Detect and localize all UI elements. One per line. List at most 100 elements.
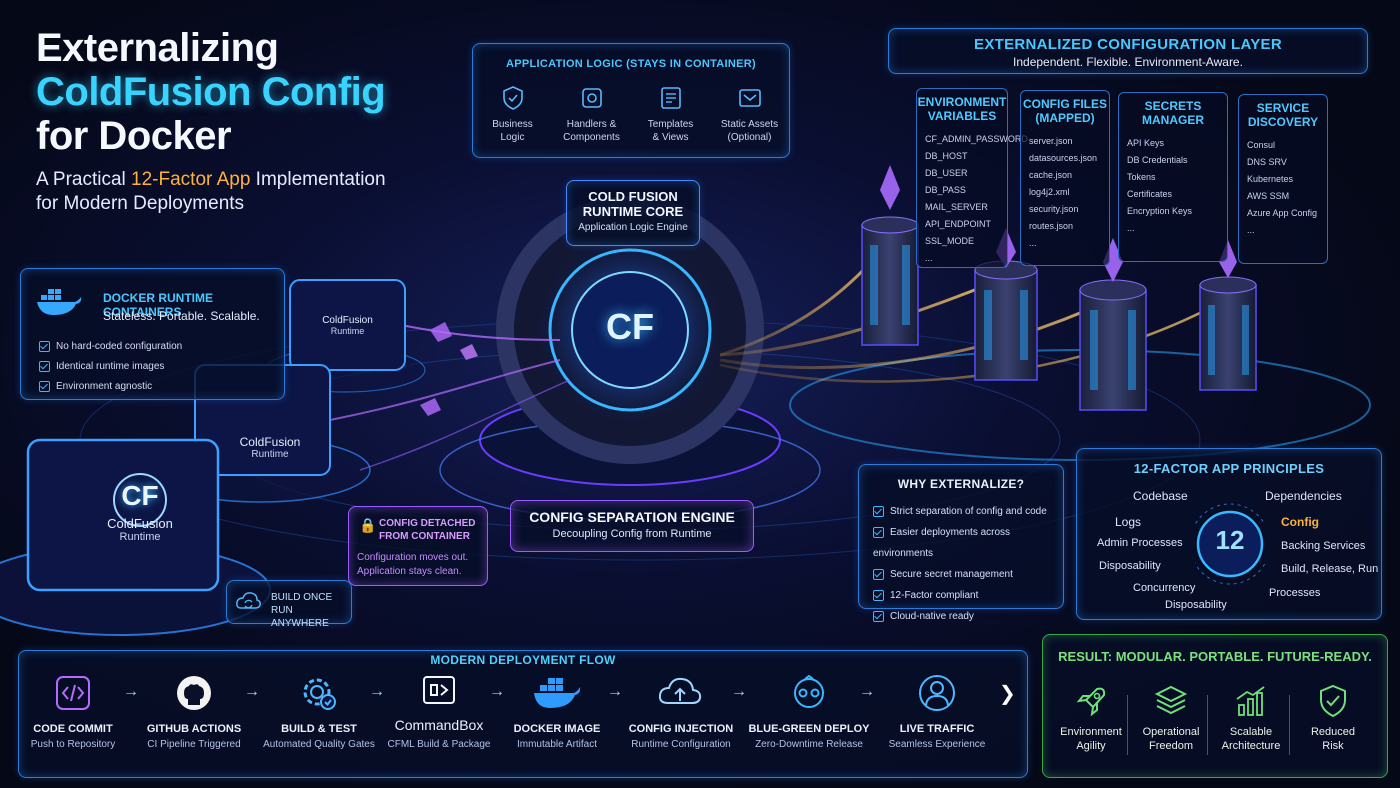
- why-item-label: Cloud-native ready: [890, 611, 974, 622]
- lock-icon: 🔒: [359, 517, 377, 533]
- code-icon: [46, 673, 100, 713]
- flow-step-sub: Runtime Configuration: [631, 739, 731, 750]
- config-column-title-1: CONFIG FILES: [1023, 97, 1107, 111]
- config-item: ...: [1029, 238, 1037, 248]
- result-item-label-2: Agility: [1076, 740, 1106, 752]
- detached-desc-2: Application stays clean.: [357, 566, 462, 577]
- rocket-icon: [1071, 683, 1111, 719]
- application-logic-title: APPLICATION LOGIC (STAYS IN CONTAINER): [506, 58, 756, 70]
- principle-item: Logs: [1115, 515, 1142, 529]
- result-item-label-2: Architecture: [1221, 740, 1281, 752]
- principle-item: Processes: [1269, 587, 1321, 599]
- config-item: Consul: [1247, 140, 1276, 150]
- why-item: Cloud-native ready: [873, 606, 1063, 627]
- docker-check-row: Environment agnostic: [39, 377, 182, 397]
- chart-icon: [1231, 683, 1271, 719]
- cube-medium-label-2: Runtime: [251, 449, 289, 460]
- config-column-title-1: ENVIRONMENT: [917, 95, 1007, 109]
- config-item: datasources.json: [1029, 153, 1098, 163]
- config-detached-panel: 🔒 CONFIG DETACHED FROM CONTAINER Configu…: [348, 506, 488, 586]
- gear-tools-icon: [556, 84, 628, 114]
- flow-step-sub: Zero-Downtime Release: [755, 739, 863, 750]
- config-item: AWS SSM: [1247, 191, 1290, 201]
- docker-check-label: Environment agnostic: [56, 381, 153, 392]
- principle-item: Disposability: [1099, 560, 1161, 572]
- principle-item: Dependencies: [1265, 489, 1342, 503]
- flow-step-sub: Automated Quality Gates: [263, 739, 375, 750]
- cube-large-label-2: Runtime: [119, 531, 161, 543]
- why-externalize-panel: WHY EXTERNALIZE? Strict separation of co…: [858, 464, 1064, 622]
- detached-title: CONFIG DETACHED FROM CONTAINER: [379, 517, 475, 543]
- config-item: DNS SRV: [1247, 157, 1287, 167]
- flow-step-label: DOCKER IMAGE: [513, 723, 601, 735]
- commandbox-icon: [412, 673, 466, 713]
- flow-arrow-icon: →: [731, 683, 747, 700]
- config-item: API_ENDPOINT: [925, 219, 992, 229]
- flow-arrow-end-icon: ❯: [999, 683, 1016, 705]
- docker-icon: [530, 673, 584, 713]
- cube-large-badge: CF: [121, 480, 159, 511]
- core-line-1: COLD FUSION: [588, 189, 678, 204]
- flow-step-label: BLUE-GREEN DEPLOY: [748, 723, 870, 735]
- app-logic-item-label-1: Handlers &: [566, 119, 617, 130]
- docker-check-label: No hard-coded configuration: [56, 341, 183, 352]
- result-title: RESULT: MODULAR. PORTABLE. FUTURE-READY.: [1058, 649, 1372, 664]
- checkbox-icon: [873, 505, 884, 517]
- why-item: Easier deployments across environments: [873, 522, 1063, 564]
- shield-check-icon: [477, 84, 549, 114]
- flow-step-label: GITHUB ACTIONS: [146, 723, 242, 735]
- flow-step-sub: Immutable Artifact: [516, 739, 598, 750]
- detached-desc-1: Configuration moves out.: [357, 552, 469, 563]
- flow-step-label: LIVE TRAFFIC: [899, 723, 975, 735]
- template-icon: [635, 84, 707, 114]
- flow-arrow-icon: →: [244, 683, 260, 700]
- config-column-title-2: (MAPPED): [1035, 111, 1095, 125]
- why-item-label: Easier deployments across environments: [873, 527, 1011, 559]
- title-block: Externalizing ColdFusion Config for Dock…: [36, 26, 456, 216]
- core-sub: Application Logic Engine: [578, 222, 688, 233]
- detached-title-2: FROM CONTAINER: [379, 531, 470, 542]
- result-item-label-2: Risk: [1322, 740, 1344, 752]
- result-divider: [1289, 695, 1290, 755]
- result-item-label-1: Scalable: [1229, 726, 1273, 738]
- subtitle-highlight: 12-Factor App: [131, 169, 251, 190]
- subtitle-line-2: for Modern Deployments: [36, 193, 245, 214]
- config-item: routes.json: [1029, 221, 1074, 231]
- config-item: DB_USER: [925, 168, 968, 178]
- config-column-title-2: MANAGER: [1142, 113, 1204, 127]
- build-once-text: BUILD ONCE RUN ANYWHERE: [271, 591, 351, 630]
- principles-title: 12-FACTOR APP PRINCIPLES: [1133, 461, 1325, 476]
- flow-step-label: CODE COMMIT: [33, 723, 113, 735]
- cloud-sync-icon: [235, 590, 261, 619]
- config-layer-title: EXTERNALIZED CONFIGURATION LAYER: [974, 36, 1282, 53]
- flow-arrow-icon: →: [859, 683, 875, 700]
- why-item-label: Strict separation of config and code: [890, 506, 1047, 517]
- cube-small-label-2: Runtime: [330, 326, 365, 336]
- separation-title: CONFIG SEPARATION ENGINE: [529, 509, 735, 525]
- core-cf-badge: CF: [606, 306, 654, 347]
- principles-center: 12: [1215, 525, 1245, 555]
- flow-step-sub: CFML Build & Package: [387, 739, 491, 750]
- config-item: SSL_MODE: [925, 236, 975, 246]
- config-item: MAIL_SERVER: [925, 202, 988, 212]
- config-item: log4j2.xml: [1029, 187, 1070, 197]
- result-divider: [1127, 695, 1128, 755]
- gear-check-icon: [292, 673, 346, 713]
- principle-item: Admin Processes: [1097, 537, 1183, 549]
- separation-engine-panel: CONFIG SEPARATION ENGINE Decoupling Conf…: [510, 500, 754, 552]
- principle-item: Concurrency: [1133, 582, 1196, 594]
- config-item: DB_HOST: [925, 151, 968, 161]
- docker-runtime-panel: DOCKER RUNTIME CONTAINERS Stateless. Por…: [20, 268, 285, 400]
- result-item-label-1: Reduced: [1310, 726, 1356, 738]
- bluegreen-icon: [782, 673, 836, 713]
- result-item-label-2: Freedom: [1148, 740, 1194, 752]
